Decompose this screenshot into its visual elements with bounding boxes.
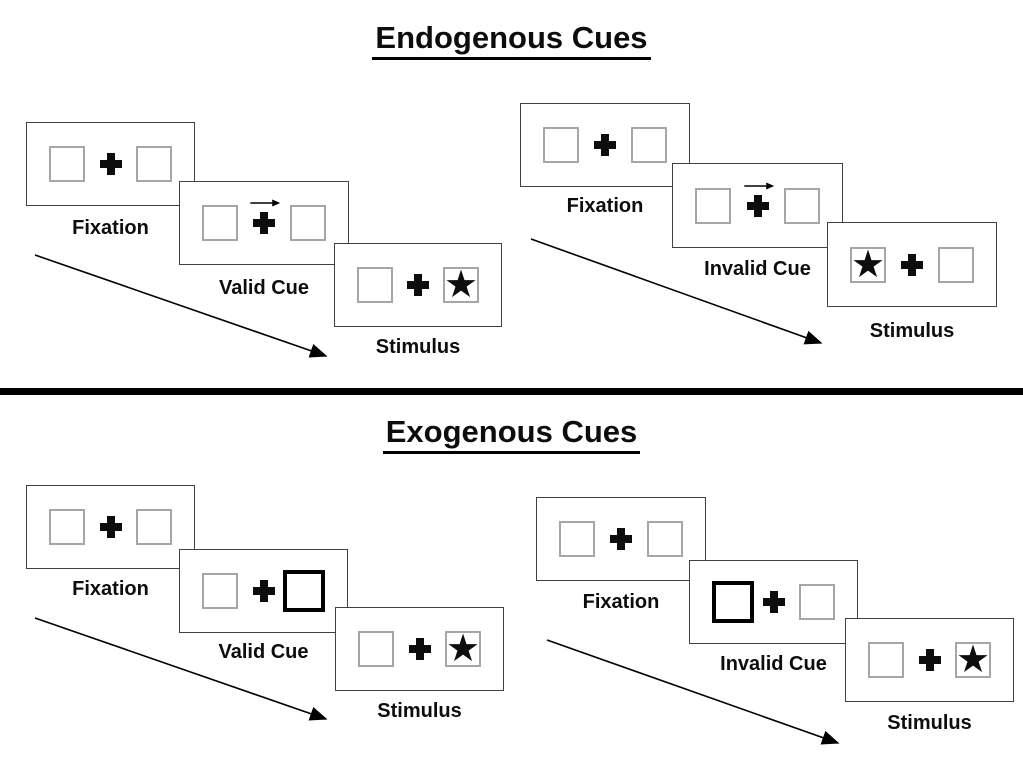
timeline-arrow: [34, 254, 328, 358]
section-divider: [0, 388, 1023, 395]
cue-panel: [179, 549, 348, 633]
cue-panel: [179, 181, 349, 265]
left-box: [49, 146, 85, 182]
section-title-endogenous: Endogenous Cues: [0, 20, 1023, 60]
fixation-panel: [520, 103, 690, 187]
panel-label: Fixation: [72, 578, 149, 600]
right-box: [784, 187, 820, 224]
fixation-cross-icon: [100, 153, 122, 175]
left-box: [559, 521, 595, 557]
right-box: ★: [443, 264, 479, 306]
fixation-cross-icon: [901, 254, 923, 276]
fixation-panel: [26, 122, 195, 206]
stimulus-panel: ★: [334, 243, 502, 327]
timeline-arrow: [530, 238, 823, 345]
section-title-text: Endogenous Cues: [372, 20, 651, 60]
timeline-arrow: [34, 617, 328, 721]
right-box-highlighted-cue: [283, 570, 325, 612]
cue-arrow-right-icon: [250, 199, 281, 207]
panel-label: Invalid Cue: [704, 258, 811, 280]
right-box: [647, 521, 683, 557]
panel-label: Valid Cue: [218, 277, 310, 299]
timeline-arrow: [546, 639, 840, 745]
panel-label: Stimulus: [869, 320, 955, 342]
cue-panel: [689, 560, 858, 644]
cue-panel: [672, 163, 843, 248]
star-icon: ★: [850, 243, 886, 286]
right-box: [938, 246, 974, 283]
fixation-cross-icon: [919, 649, 941, 671]
panel-label: Stimulus: [377, 700, 462, 722]
star-icon: ★: [955, 639, 991, 681]
left-box: [357, 267, 393, 303]
stimulus-panel: ★: [335, 607, 504, 691]
cue-arrow-right-icon: [743, 182, 774, 189]
fixation-panel: [26, 485, 195, 569]
panel-label: Fixation: [566, 195, 644, 217]
fixation-cross-icon: [747, 195, 769, 217]
fixation-cross-icon: [407, 274, 429, 296]
left-box-highlighted-cue: [712, 581, 754, 623]
left-box: [202, 573, 238, 609]
right-box: ★: [445, 628, 481, 670]
left-box: [49, 509, 85, 545]
fixation-cross-icon: [763, 591, 785, 613]
fixation-panel: [536, 497, 706, 581]
stimulus-panel: ★: [845, 618, 1014, 702]
right-box: [290, 205, 326, 241]
star-icon: ★: [443, 264, 479, 306]
panel-label: Fixation: [72, 217, 149, 239]
left-box: [868, 642, 904, 678]
fixation-cross-icon: [100, 516, 122, 538]
fixation-cross-icon: [253, 580, 275, 602]
fixation-cross-icon: [253, 212, 275, 234]
star-icon: ★: [445, 628, 481, 670]
panel-label: Fixation: [582, 591, 660, 613]
right-box: [631, 127, 667, 163]
fixation-cross-icon: [610, 528, 632, 550]
stimulus-panel: ★: [827, 222, 997, 307]
left-box: [202, 205, 238, 241]
left-box: [543, 127, 579, 163]
fixation-cross-icon: [594, 134, 616, 156]
section-title-exogenous: Exogenous Cues: [0, 414, 1023, 454]
left-box: [695, 187, 731, 224]
left-box: ★: [850, 243, 886, 286]
fixation-cross-icon: [409, 638, 431, 660]
panel-label: Stimulus: [375, 336, 461, 358]
right-box: ★: [955, 639, 991, 681]
section-title-text: Exogenous Cues: [382, 414, 641, 454]
right-box: [136, 509, 172, 545]
panel-label: Valid Cue: [218, 641, 309, 663]
panel-label: Invalid Cue: [720, 653, 827, 675]
right-box: [136, 146, 172, 182]
panel-label: Stimulus: [887, 712, 972, 734]
left-box: [358, 631, 394, 667]
right-box: [799, 584, 835, 620]
